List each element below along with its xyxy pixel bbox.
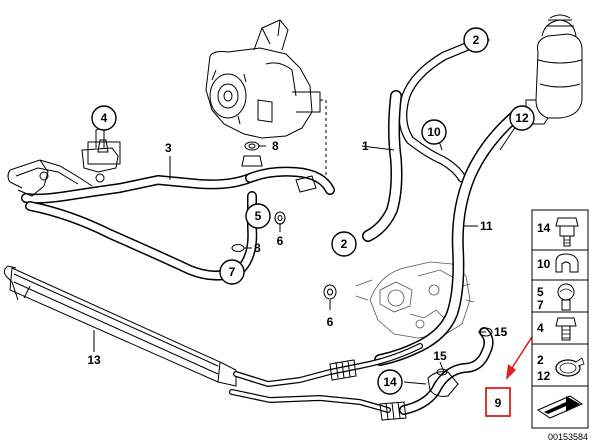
callout-label: 2	[341, 237, 348, 251]
callout-12: 12	[509, 105, 535, 131]
hex-bolt-icon	[555, 317, 577, 341]
callout-7: 7	[219, 259, 245, 285]
callout-4: 4	[91, 105, 117, 131]
callout-15-right: 15	[494, 325, 508, 339]
callout-2-mid: 2	[331, 231, 357, 257]
legend-item-10: 10	[537, 253, 579, 273]
hose-clip-icon	[555, 253, 579, 273]
part-number-label: 8	[254, 241, 261, 255]
callout-13: 13	[87, 353, 101, 367]
legend-label: 14	[537, 221, 551, 235]
legend-label: 5	[537, 285, 544, 299]
legend-item-2-12: 2 12	[537, 353, 585, 383]
part-number-label: 3	[165, 141, 172, 155]
oil-cooler-drawing	[3, 265, 237, 387]
callout-label: 7	[229, 265, 236, 279]
callout-15-mid: 15	[433, 349, 447, 363]
hose-11-drawing	[374, 106, 526, 366]
callout-6-mid: 6	[277, 234, 284, 248]
callout-8-mid: 8	[254, 241, 261, 255]
lower-pipes-drawing	[229, 327, 494, 421]
legend-item-14: 14	[537, 217, 579, 247]
legend-label: 10	[537, 257, 551, 271]
hose-clamp-icon	[555, 357, 585, 377]
part-number-label: 13	[87, 353, 101, 367]
hose-10-drawing	[398, 37, 483, 183]
legend-label: 7	[537, 298, 544, 312]
legend-item-4: 4	[537, 317, 577, 341]
callout-3: 3	[165, 141, 172, 155]
part-number-label: 8	[272, 139, 279, 153]
hose-3-drawing	[21, 166, 335, 281]
part-number-label: 6	[327, 315, 334, 329]
callout-6-low: 6	[327, 315, 334, 329]
callout-label: 5	[255, 209, 262, 223]
legend-item-5-7: 5 7	[537, 283, 575, 312]
highlight-box	[485, 387, 511, 417]
reservoir-drawing	[525, 14, 583, 125]
part-number-label: 6	[277, 234, 284, 248]
callout-label: 14	[383, 375, 397, 389]
banjo-bolt-washer-icon	[557, 283, 575, 311]
callout-8-top: 8	[272, 139, 279, 153]
callout-10: 10	[421, 119, 447, 145]
callout-label: 2	[473, 33, 480, 47]
highlighted-part-label: 9	[495, 396, 502, 410]
callout-14: 14	[377, 369, 403, 395]
part-number-label: 15	[494, 325, 508, 339]
part-number-label: 1	[362, 139, 369, 153]
highlight-arrow-head	[506, 364, 516, 380]
legend-item-arrow	[536, 395, 584, 419]
highlighted-part-9: 9	[485, 311, 549, 417]
callout-5: 5	[245, 203, 271, 229]
callout-1: 1	[362, 139, 369, 153]
legend-panel: 14 10 5 7 4	[531, 209, 589, 429]
callout-2-top: 2	[463, 27, 489, 53]
banjo-bolt-icon	[555, 217, 579, 247]
legend-label: 4	[537, 321, 544, 335]
arrow-pointer-icon	[536, 395, 584, 419]
part-number-label: 11	[480, 219, 493, 233]
legend-label: 12	[537, 369, 551, 383]
pump-drawing	[205, 19, 327, 178]
callout-label: 10	[427, 125, 441, 139]
callout-label: 12	[515, 111, 529, 125]
diagram-reference-number: 00153584	[548, 432, 588, 442]
callout-11: 11	[480, 219, 493, 233]
part-number-label: 15	[433, 349, 447, 363]
callout-label: 4	[101, 111, 108, 125]
return-pipe-drawing	[7, 125, 119, 197]
legend-label: 2	[537, 353, 544, 367]
hose-1-drawing	[362, 90, 403, 242]
